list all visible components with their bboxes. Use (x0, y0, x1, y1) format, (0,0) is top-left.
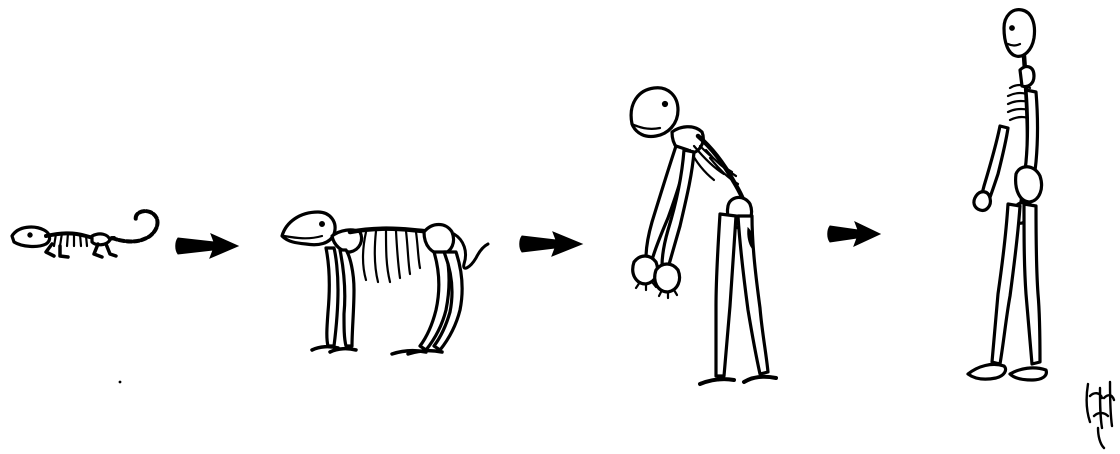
arrow-right-icon (520, 232, 582, 256)
stooped-primate-skeleton (631, 88, 776, 384)
small-mammal-skeleton (12, 211, 158, 257)
artist-signature (1087, 382, 1114, 448)
upright-human-skeleton (968, 10, 1046, 380)
quadruped-skeleton (282, 212, 488, 354)
arrow-right-icon (828, 222, 880, 246)
stray-dot (119, 381, 122, 384)
arrow-right-icon (176, 234, 238, 258)
